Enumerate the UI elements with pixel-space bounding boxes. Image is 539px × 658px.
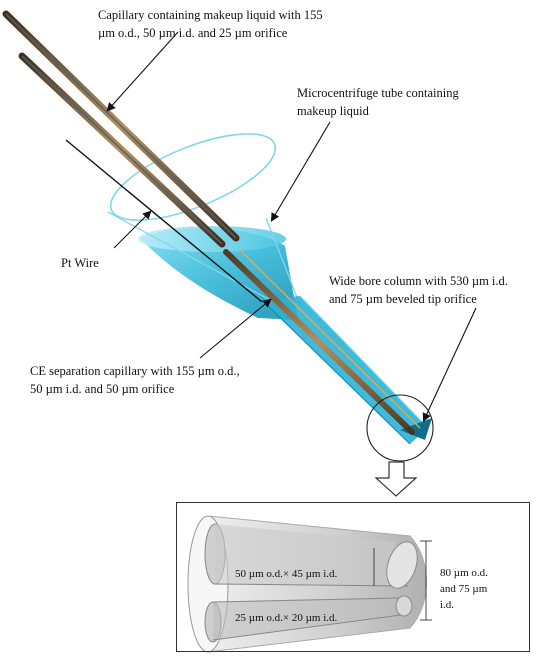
inset-dimension-line2: and 75 µm (440, 581, 488, 597)
label-microcentrifuge-line1: Microcentrifuge tube containing (297, 84, 459, 102)
label-microcentrifuge-line2: makeup liquid (297, 102, 459, 120)
label-microcentrifuge: Microcentrifuge tube containing makeup l… (297, 84, 459, 120)
label-ce-capillary: CE separation capillary with 155 µm o.d.… (30, 362, 240, 398)
callout-makeup-capillary (108, 32, 178, 110)
label-makeup-capillary-line1: Capillary containing makeup liquid with … (98, 6, 323, 24)
callout-microcentrifuge (272, 122, 330, 220)
label-makeup-capillary-line2: µm o.d., 50 µm i.d. and 25 µm orifice (98, 24, 323, 42)
callout-ce-capillary (200, 300, 270, 358)
label-ce-capillary-line2: 50 µm i.d. and 50 µm orifice (30, 380, 240, 398)
label-ce-capillary-line1: CE separation capillary with 155 µm o.d.… (30, 362, 240, 380)
inset-lower-channel-label: 25 µm o.d.× 20 µm i.d. (235, 610, 337, 626)
label-wide-bore-line2: and 75 µm beveled tip orifice (329, 290, 508, 308)
makeup-capillary (6, 14, 236, 238)
inset-dimension-line3: i.d. (440, 597, 488, 613)
label-wide-bore: Wide bore column with 530 µm i.d. and 75… (329, 272, 508, 308)
inset-dimension-line1: 80 µm o.d. (440, 565, 488, 581)
label-makeup-capillary: Capillary containing makeup liquid with … (98, 6, 323, 42)
label-pt-wire: Pt Wire (61, 254, 99, 272)
down-arrow-icon (376, 462, 416, 496)
microcentrifuge-tube (100, 116, 300, 320)
inset-dimension-label: 80 µm o.d. and 75 µm i.d. (440, 565, 488, 613)
callout-wide-bore (424, 308, 476, 420)
label-wide-bore-line1: Wide bore column with 530 µm i.d. (329, 272, 508, 290)
inset-upper-channel-label: 50 µm o.d.× 45 µm i.d. (235, 566, 337, 582)
